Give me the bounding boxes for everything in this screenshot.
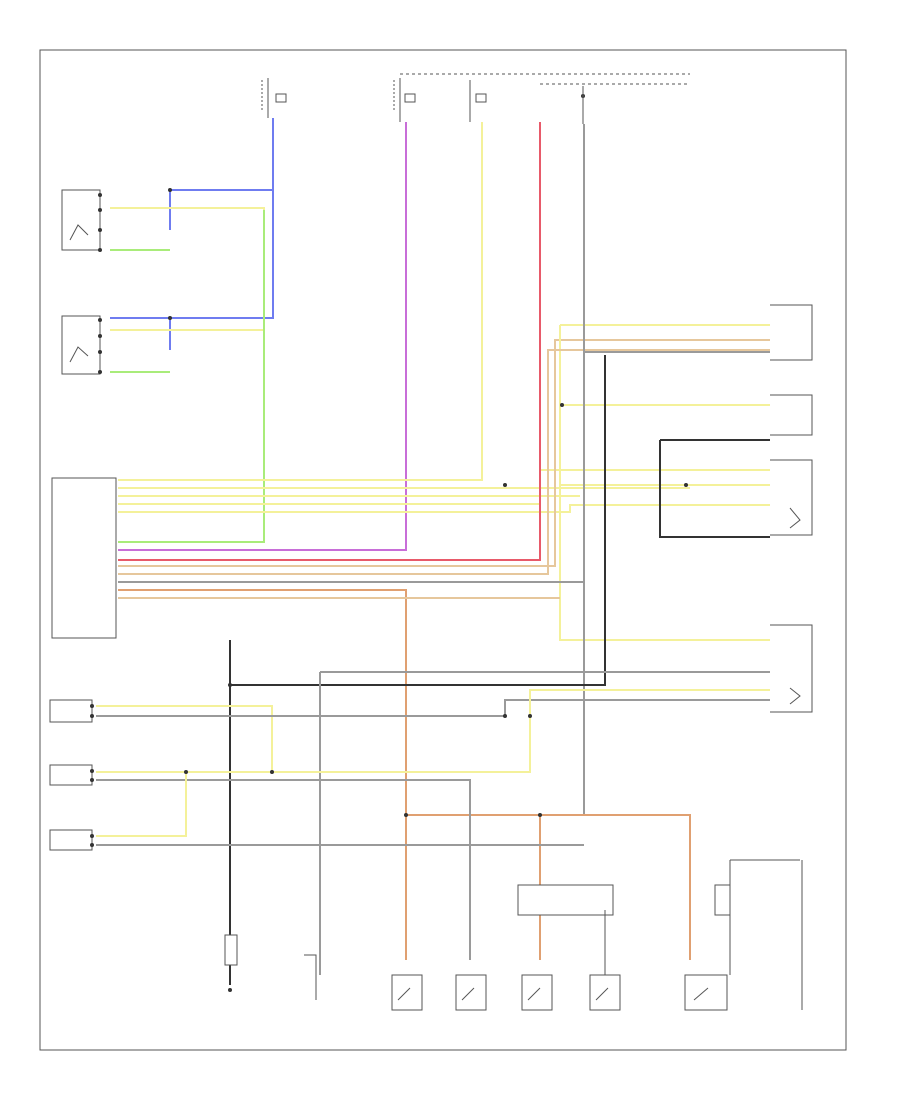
junction-dots	[168, 188, 688, 817]
control-module	[51, 477, 117, 639]
bottom-switches	[224, 859, 803, 1011]
left-door-switch-upper	[61, 189, 102, 252]
diagram-frame	[39, 49, 847, 1051]
left-door-switch-lower	[61, 315, 102, 375]
door-switches-left	[49, 699, 94, 851]
power-feeds	[261, 73, 690, 124]
right-side-switches	[770, 304, 813, 713]
